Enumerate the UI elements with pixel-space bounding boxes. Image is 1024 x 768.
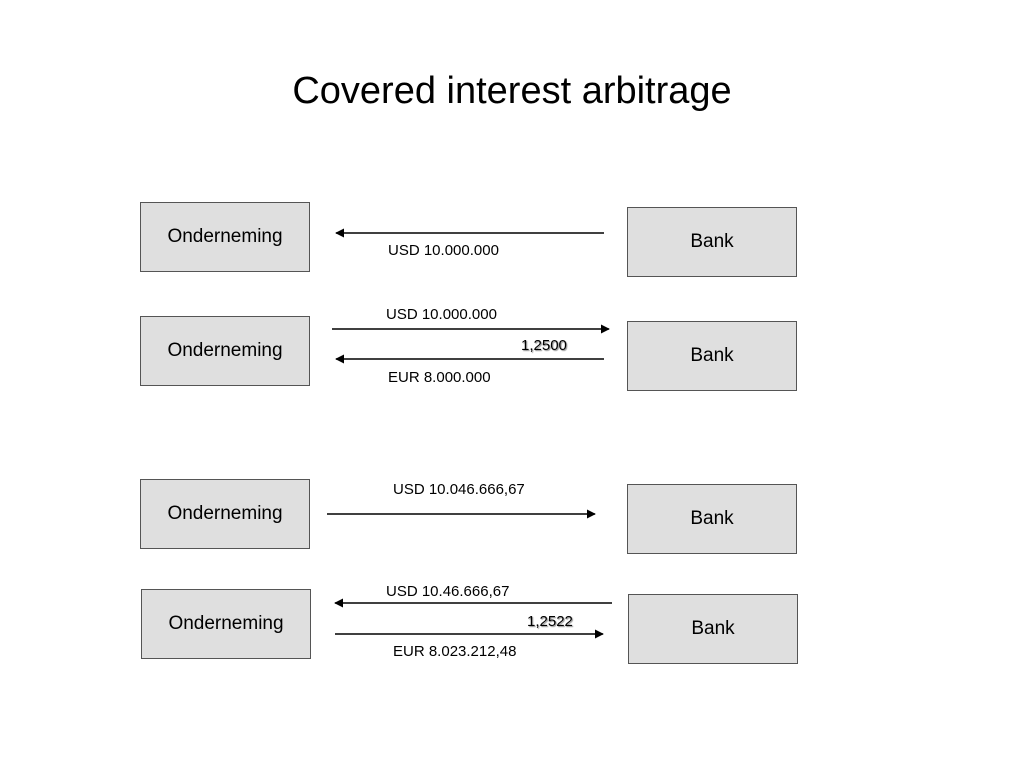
onderneming-box-4: Onderneming	[141, 589, 311, 659]
bank-box-3: Bank	[627, 484, 797, 554]
amount-label-4-in: USD 10.46.666,67	[386, 583, 510, 600]
amount-label-2-in: EUR 8.000.000	[388, 369, 491, 386]
amount-label-3: USD 10.046.666,67	[393, 481, 525, 498]
amount-label-4-out: EUR 8.023.212,48	[393, 643, 517, 660]
bank-box-4: Bank	[628, 594, 798, 664]
bank-box-1: Bank	[627, 207, 797, 277]
slide-title: Covered interest arbitrage	[292, 70, 732, 112]
bank-box-2: Bank	[627, 321, 797, 391]
amount-label-1: USD 10.000.000	[388, 242, 499, 259]
exchange-rate-2: 1,2500	[521, 337, 567, 354]
onderneming-box-3: Onderneming	[140, 479, 310, 549]
exchange-rate-4: 1,2522	[527, 613, 573, 630]
onderneming-box-1: Onderneming	[140, 202, 310, 272]
amount-label-2-out: USD 10.000.000	[386, 306, 497, 323]
onderneming-box-2: Onderneming	[140, 316, 310, 386]
